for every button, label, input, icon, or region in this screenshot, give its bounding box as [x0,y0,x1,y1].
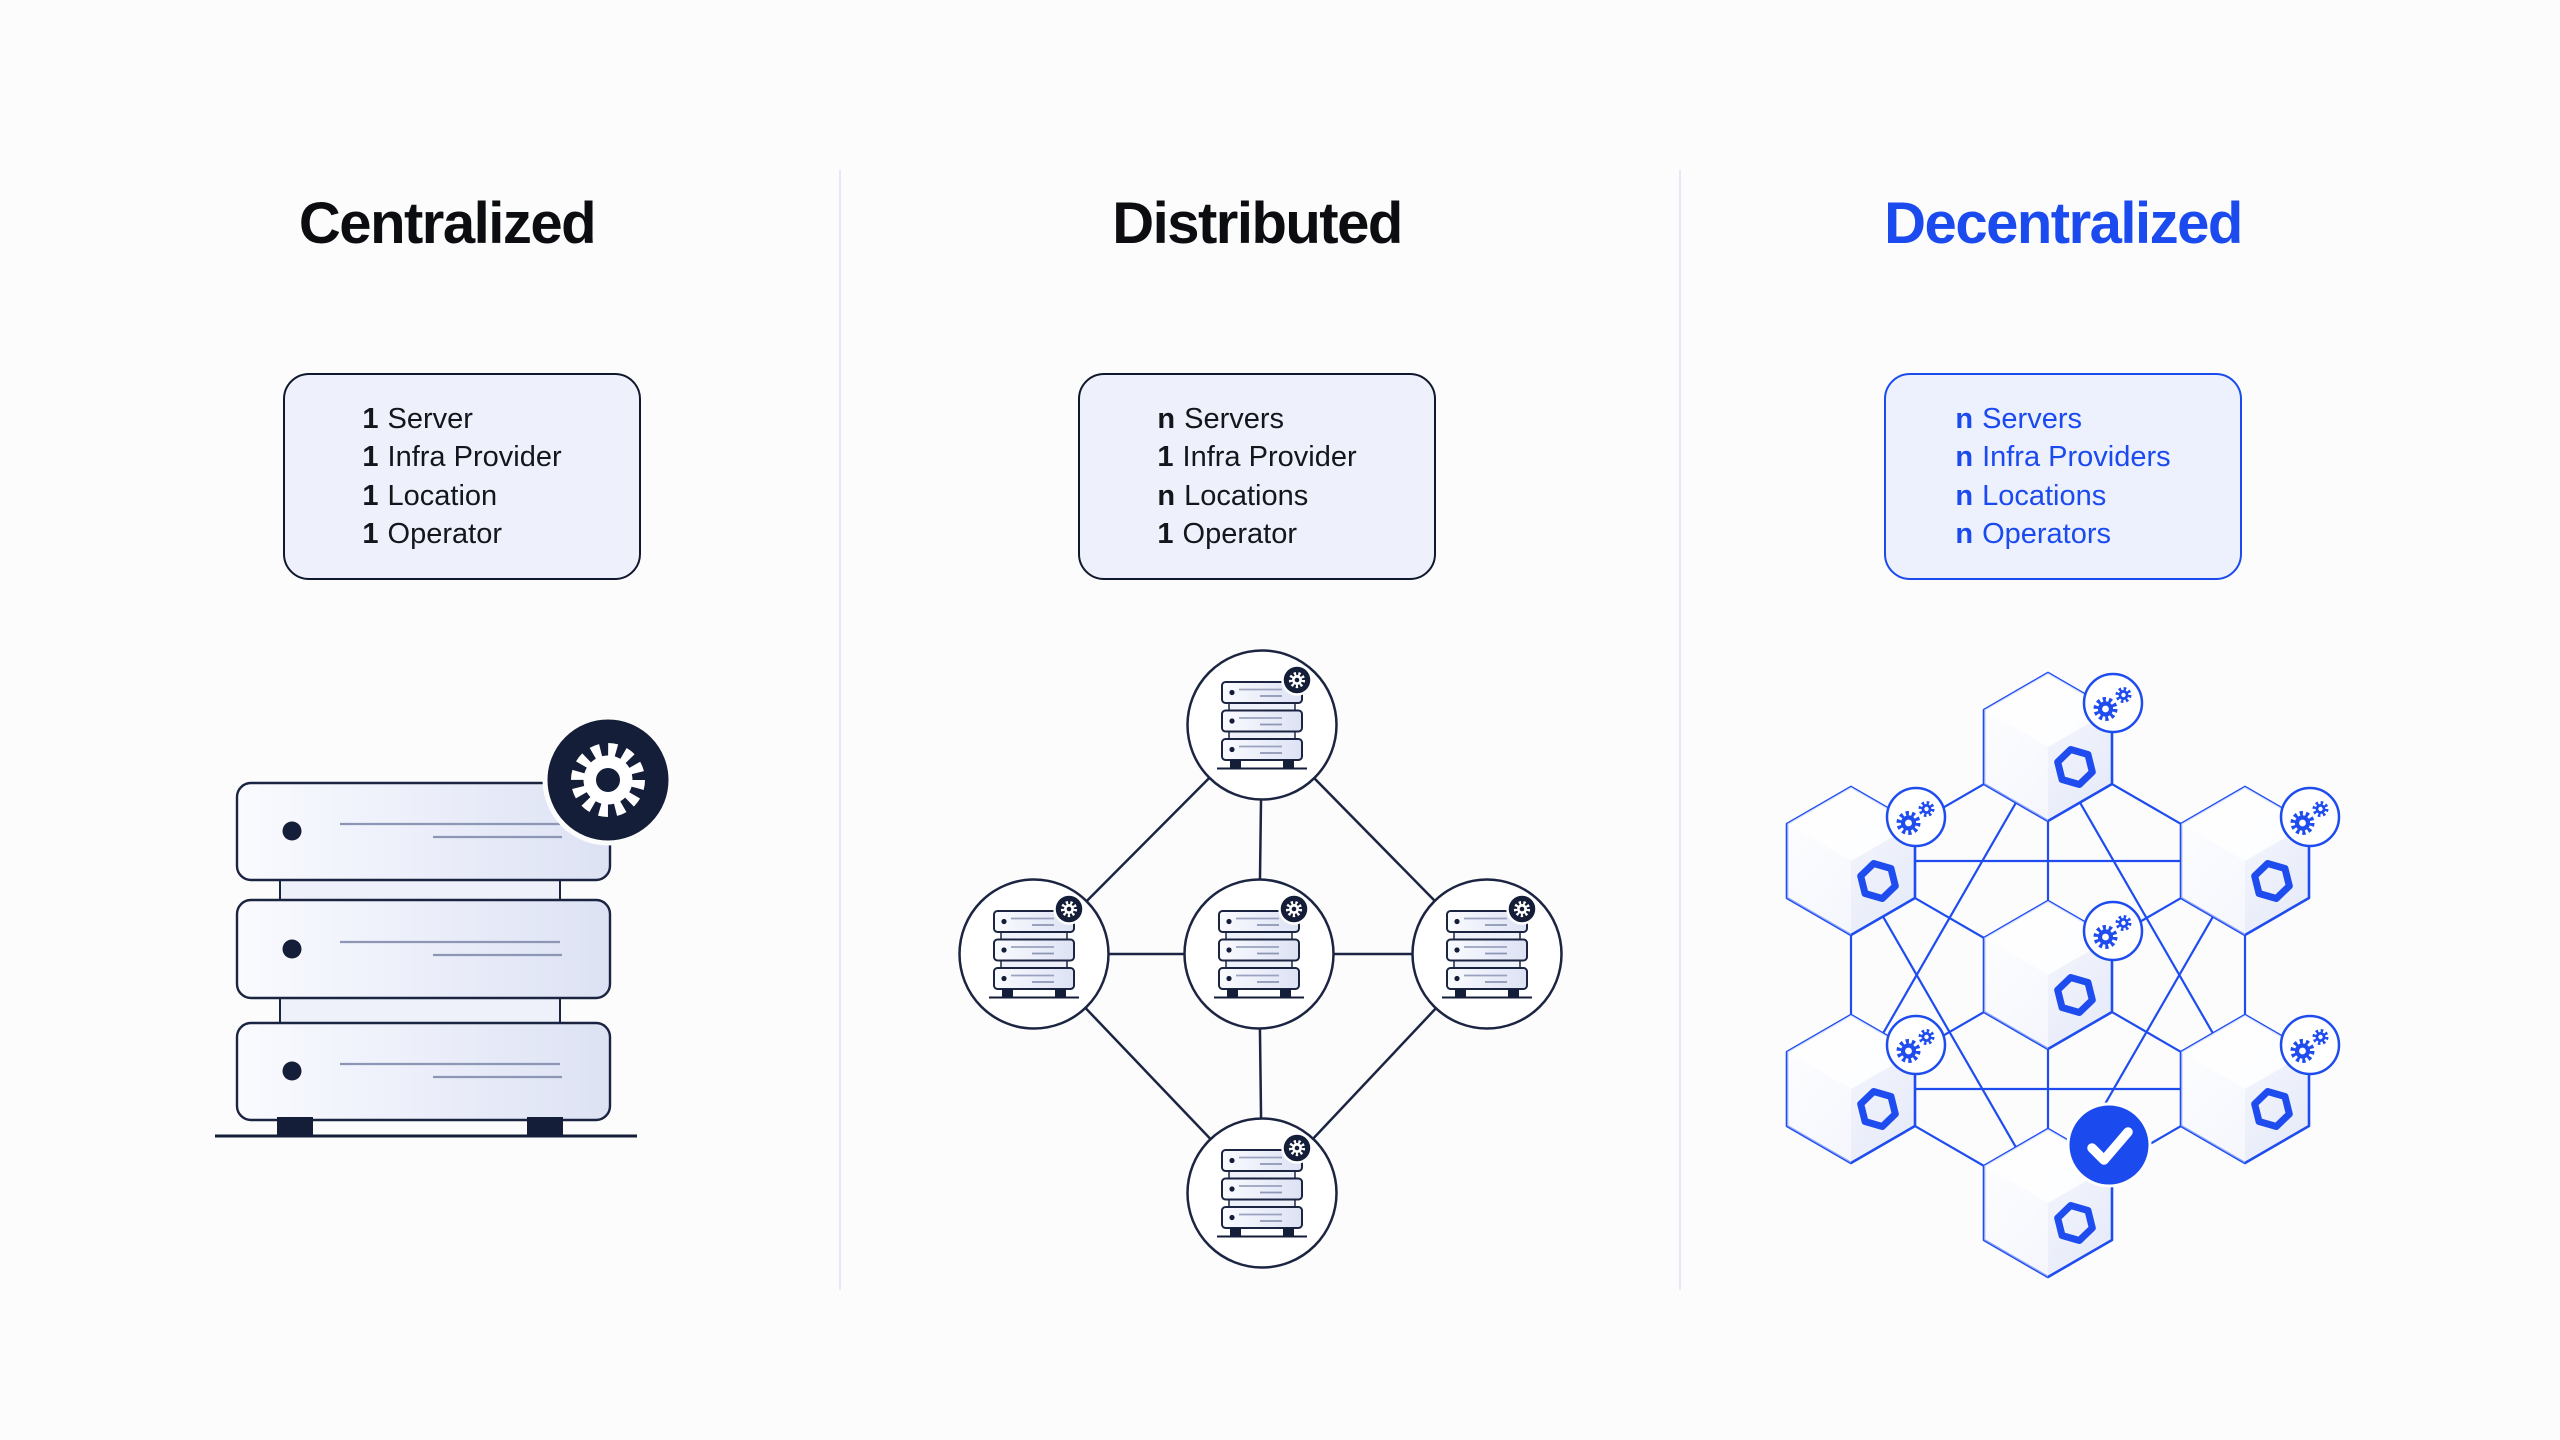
server-node [1186,1117,1338,1269]
dual-gear-icon [2281,788,2339,846]
server-node [958,878,1110,1030]
count-label: Locations [1982,479,2107,512]
decentralized-network-illustration [1748,650,2348,1300]
dual-gear-icon [1887,788,1945,846]
server-unit [235,1021,612,1122]
server-foot [277,1117,313,1135]
count-label: Locations [1184,479,1309,512]
count-label: Location [387,479,498,512]
count-prefix: n [1157,402,1176,435]
count-prefix: n [1955,441,1974,473]
distributed-title: Distributed [1112,191,1403,256]
count-prefix: 1 [1157,518,1174,550]
gear-icon [542,714,674,846]
dual-gear-icon [1887,1016,1945,1074]
count-label: Infra Providers [1982,441,2171,473]
count-prefix: n [1955,518,1974,550]
count-label: Infra Provider [387,441,562,473]
count-prefix: 1 [1157,441,1174,473]
server-node [1186,649,1338,801]
server-node [1183,878,1335,1030]
column-divider-1 [839,170,841,1290]
count-prefix: 1 [362,518,379,550]
dual-gear-icon [2084,902,2142,960]
led-dot [282,821,302,841]
led-dot [282,1061,302,1081]
count-label: Server [387,402,473,435]
dual-gear-icon [2084,674,2142,732]
column-divider-2 [1679,170,1681,1290]
count-prefix: 1 [362,479,379,512]
count-prefix: n [1157,479,1176,512]
check-icon [2066,1102,2152,1188]
count-label: Operator [387,518,502,550]
count-label: Infra Provider [1182,441,1357,473]
distributed-network-illustration [958,649,1563,1269]
decentralized-title: Decentralized [1884,191,2243,256]
server-unit [235,781,612,882]
server-foot [527,1117,563,1135]
centralized-server-illustration [215,714,674,1138]
server-node [1411,878,1563,1030]
count-label: Operators [1982,518,2112,550]
count-prefix: n [1955,479,1974,512]
count-label: Servers [1982,402,2082,435]
led-dot [282,939,302,959]
count-prefix: 1 [362,441,379,473]
count-label: Operator [1182,518,1297,550]
centralized-title: Centralized [298,191,597,256]
server-unit [235,898,612,1000]
count-prefix: n [1955,402,1974,435]
count-prefix: 1 [362,402,379,435]
count-label: Servers [1184,402,1285,435]
dual-gear-icon [2281,1016,2339,1074]
